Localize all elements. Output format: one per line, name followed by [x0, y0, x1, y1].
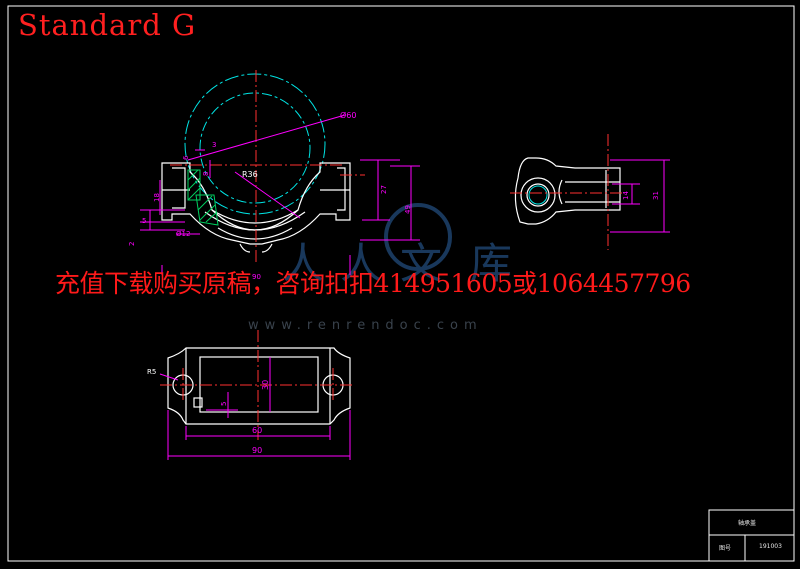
dim-90-top: 90	[252, 446, 262, 455]
download-overlay-text: 充值下载购买原稿，咨询扣扣414951605或1064457796	[55, 269, 691, 298]
dim-14: 14	[622, 191, 630, 200]
watermark-char-1: 人	[282, 239, 324, 288]
dim-60: 60	[252, 426, 262, 435]
title-block-number: 191003	[759, 543, 782, 550]
title-block-label: 图号	[719, 545, 732, 552]
top-dimensions	[159, 357, 351, 460]
watermark-logo: 人 人 文 库	[282, 203, 512, 288]
dim-27: 27	[380, 185, 388, 194]
watermark-char-4: 库	[470, 239, 512, 288]
dim-r5: R5	[147, 368, 156, 376]
title-block	[708, 509, 795, 562]
dim-8: 8	[202, 172, 210, 176]
standard-title: Standard G	[18, 8, 197, 42]
watermark-ring	[384, 203, 452, 271]
dim-phi60: Ø60	[340, 110, 356, 120]
phantom-outer-circle	[184, 73, 326, 215]
side-view: 14 31	[510, 134, 670, 250]
watermark-char-2: 人	[340, 239, 382, 288]
watermark-char-3: 文	[400, 239, 442, 288]
top-view: R5 30 5 60 90	[147, 330, 355, 460]
side-centerlines	[510, 134, 622, 250]
side-boss-outer	[520, 177, 556, 213]
phantom-inner-circle	[199, 92, 311, 204]
dim-5-top: 5	[220, 402, 228, 406]
side-outline	[514, 157, 621, 225]
front-view: Ø60 R36 3 8 6 18 5 2 Ø12 27 49 90	[128, 70, 420, 281]
dim-r36: R36	[242, 170, 258, 179]
side-bore	[528, 185, 548, 205]
side-boss-inner	[526, 183, 550, 207]
dim-6: 6	[182, 155, 190, 160]
dim-30: 30	[261, 380, 270, 390]
sheet-border	[7, 5, 795, 562]
top-outline	[167, 347, 351, 425]
dim-31: 31	[652, 191, 660, 200]
front-outline	[161, 162, 351, 253]
title-block-part-name: 轴承盖	[738, 520, 757, 527]
dim-phi12: Ø12	[176, 230, 190, 238]
front-dimensions	[140, 114, 420, 275]
section-hatch	[187, 169, 219, 226]
dim-90-front: 90	[252, 273, 261, 281]
dim-49: 49	[404, 205, 412, 214]
front-centerlines	[170, 70, 365, 262]
watermark-url: www.renrendoc.com	[248, 318, 483, 333]
dim-5-front: 5	[142, 217, 146, 225]
dim-2: 2	[128, 242, 136, 246]
side-dimensions	[610, 159, 670, 233]
dim-18: 18	[153, 193, 161, 202]
dim-3: 3	[212, 141, 216, 149]
top-centerlines	[160, 330, 355, 440]
